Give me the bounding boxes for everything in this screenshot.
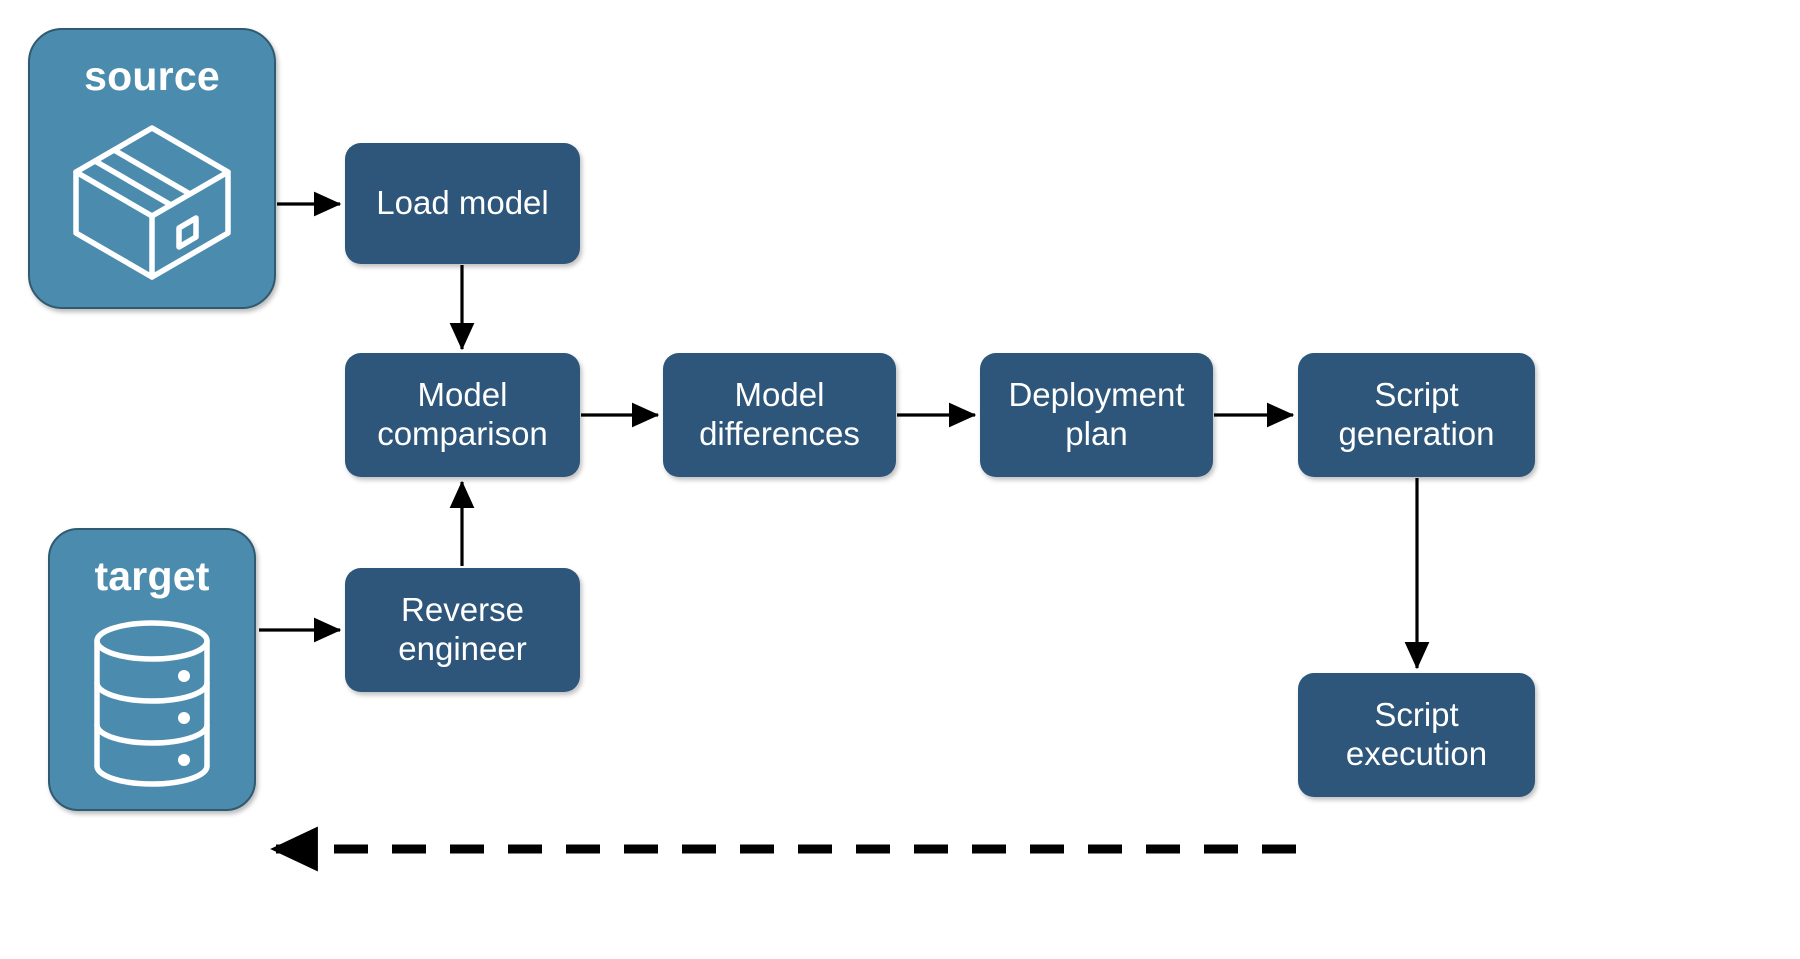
process-label-model-differences: Model differences xyxy=(699,376,860,452)
process-node-deployment-plan[interactable]: Deployment plan xyxy=(980,353,1213,477)
process-node-script-execution[interactable]: Script execution xyxy=(1298,673,1535,797)
endpoint-node-target[interactable]: target xyxy=(48,528,256,811)
process-label-model-comparison: Model comparison xyxy=(377,376,548,452)
process-label-script-generation: Script generation xyxy=(1338,376,1495,452)
endpoint-title-target: target xyxy=(94,553,210,599)
endpoint-title-source: source xyxy=(84,53,220,99)
process-node-reverse-engineer[interactable]: Reverse engineer xyxy=(345,568,580,692)
database-cylinder-icon xyxy=(50,597,254,809)
process-label-script-execution: Script execution xyxy=(1345,696,1488,772)
process-label-deployment-plan: Deployment plan xyxy=(1008,376,1185,452)
process-node-script-generation[interactable]: Script generation xyxy=(1298,353,1535,477)
process-label-load-model: Load model xyxy=(376,184,549,222)
process-label-reverse-engineer: Reverse engineer xyxy=(398,591,527,667)
process-node-model-differences[interactable]: Model differences xyxy=(663,353,896,477)
process-node-load-model[interactable]: Load model xyxy=(345,143,580,264)
endpoint-node-source[interactable]: source xyxy=(28,28,276,309)
package-box-icon xyxy=(30,97,274,307)
process-node-model-comparison[interactable]: Model comparison xyxy=(345,353,580,477)
